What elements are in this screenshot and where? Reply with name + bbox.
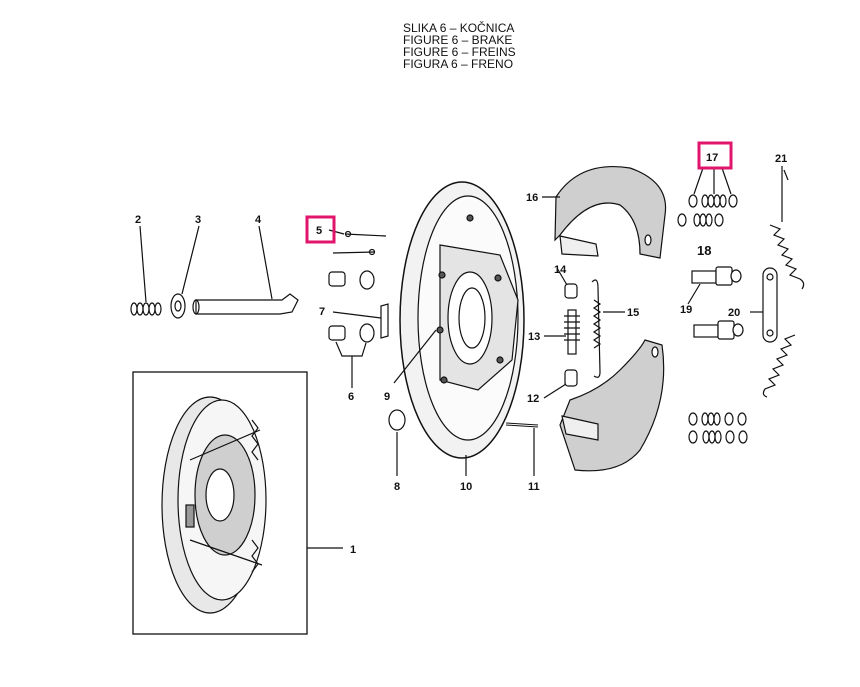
- leader-4: [258, 225, 273, 300]
- adjuster-parts-12-14: [564, 283, 580, 387]
- part-label-17: 17: [706, 152, 718, 164]
- bolt-part-11: [505, 422, 539, 428]
- nuts-part-6: [328, 270, 375, 343]
- leader-2: [139, 225, 147, 303]
- washer-part-3: [170, 293, 186, 319]
- leader-3: [181, 225, 200, 295]
- part-label-2: 2: [135, 214, 141, 226]
- title-line-sr: SLIKA 6 – KOČNICA: [403, 21, 515, 35]
- leader-6: [335, 341, 367, 357]
- springs-washers-lower: [688, 412, 748, 444]
- leader-9: [393, 329, 437, 384]
- cotter-pin-part-5: [332, 230, 387, 256]
- title-line-fr: FIGURE 6 – FREINS: [403, 45, 516, 59]
- part-label-6: 6: [348, 391, 354, 403]
- leader-12: [543, 383, 567, 399]
- part-label-13: 13: [528, 331, 540, 343]
- assembled-brake-inset-frame: [132, 371, 308, 635]
- leader-19: [687, 283, 701, 305]
- part-label-7: 7: [319, 306, 325, 318]
- figure-title-block: SLIKA 6 – KOČNICA FIGURE 6 – BRAKE FIGUR…: [403, 22, 516, 70]
- part-label-14: 14: [554, 264, 567, 276]
- part-label-8: 8: [394, 481, 400, 493]
- part-label-16: 16: [526, 192, 538, 204]
- bushing-part-8: [388, 409, 406, 431]
- pin-part-4: [195, 293, 299, 315]
- leader-17: [693, 167, 732, 195]
- part-label-5: 5: [316, 225, 322, 237]
- part-label-11: 11: [528, 481, 540, 493]
- title-line-es: FIGURA 6 – FRENO: [403, 57, 514, 71]
- part-label-4: 4: [255, 214, 262, 226]
- springs-washers-part-18: [677, 213, 724, 227]
- part-label-21: 21: [775, 153, 787, 165]
- springs-part-21: [762, 169, 805, 398]
- part-label-20: 20: [728, 307, 740, 319]
- link-plate-part-20: [762, 267, 778, 343]
- spring-part-2: [130, 302, 162, 316]
- highlight-box-17: [697, 141, 733, 170]
- leader-14: [556, 267, 568, 286]
- back-plate-part-10: [399, 181, 525, 459]
- studs-part-19: [691, 266, 744, 340]
- part-label-18: 18: [697, 243, 711, 258]
- part-label-10: 10: [460, 481, 472, 493]
- title-line-en: FIGURE 6 – BRAKE: [403, 33, 513, 47]
- assembled-brake-drawing: [161, 396, 267, 614]
- springs-washers-part-17: [688, 194, 738, 208]
- part-label-9: 9: [384, 391, 390, 403]
- highlight-box-5: [305, 215, 336, 244]
- clip-part-7: [380, 303, 389, 339]
- leader-5: [328, 229, 345, 235]
- part-label-3: 3: [195, 214, 201, 226]
- part-label-12: 12: [527, 393, 539, 405]
- leader-7: [332, 311, 382, 319]
- spring-part-15: [591, 279, 602, 378]
- brake-shoe-lower: [559, 339, 665, 472]
- part-label-19: 19: [680, 304, 692, 316]
- brake-shoe-part-16: [554, 166, 667, 259]
- part-label-15: 15: [627, 307, 639, 319]
- part-label-1: 1: [350, 544, 356, 556]
